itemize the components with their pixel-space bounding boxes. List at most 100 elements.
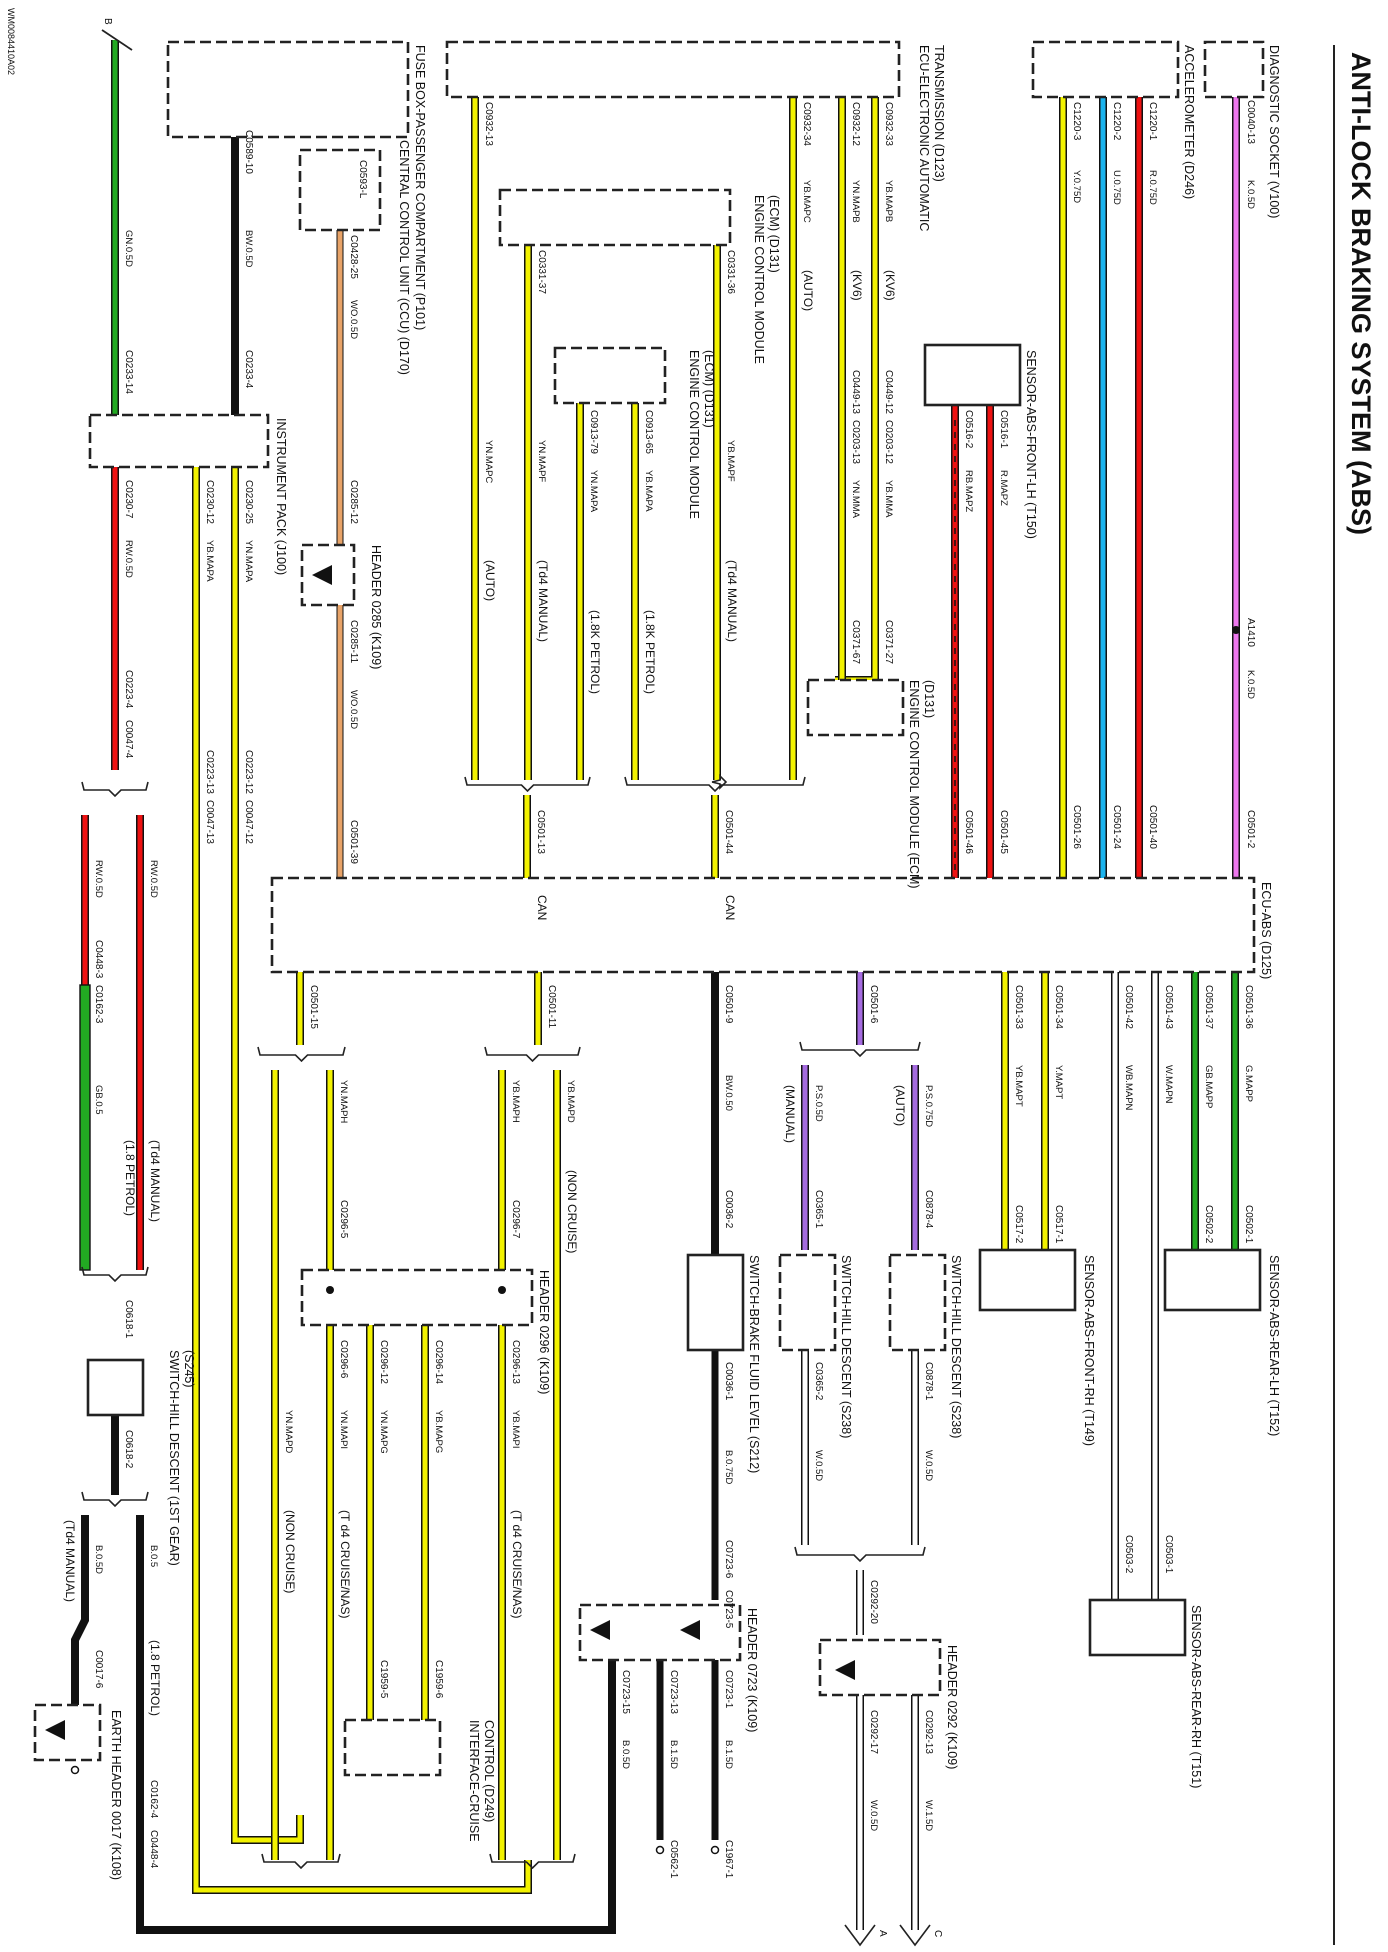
note-noncruise-b: (NON CRUISE) (283, 1510, 297, 1593)
sensor-rear-rh-label: SENSOR-ABS-REAR-RH (T151) (1189, 1605, 1203, 1788)
wire-loop-yellow-inner-fill (232, 878, 303, 1843)
sensor-rear-lh-label: SENSOR-ABS-REAR-LH (T152) (1267, 1255, 1281, 1436)
pin-c0517-1: C0517-1 (1053, 1205, 1064, 1244)
switch-brake-label: SWITCH-BRAKE FLUID LEVEL (S212) (747, 1255, 761, 1473)
wl-rw05d-b: RW.0.5D (93, 860, 104, 898)
brace-cruise-join-a (489, 1853, 576, 1870)
break-mark-b (101, 29, 133, 51)
labels-layer: ANTI-LOCK BRAKING SYSTEM (ABS)WM0084410A… (6, 8, 1376, 1937)
pin-c0501-44: C0501-44 (723, 810, 734, 854)
pin-c0203-12: C0203-12 (883, 420, 894, 464)
header-0292-label: HEADER 0292 (K109) (945, 1645, 959, 1769)
arrow-c: C (932, 1930, 943, 1937)
pin-c0285-11: C0285-11 (348, 620, 359, 664)
wl-bw050: BW.0.50 (723, 1075, 734, 1111)
pin-c0449-12: C0449-12 (883, 370, 894, 414)
pin-c0017-6: C0017-6 (93, 1650, 104, 1689)
pin-c0501-37: C0501-37 (1203, 985, 1214, 1029)
ecu-transmission-label: ECU-ELECTRONIC AUTOMATICTRANSMISSION (D1… (917, 45, 946, 231)
ecm-1-box (498, 188, 732, 247)
pin-c0501-6: C0501-6 (868, 985, 879, 1024)
pin-c0503-2: C0503-2 (1123, 1535, 1134, 1574)
pin-c0516-1: C0516-1 (998, 410, 1009, 449)
pin-c0503-1: C0503-1 (1163, 1535, 1174, 1574)
wl-b05d-b: B.0.5D (620, 1740, 631, 1769)
wl-ybmapi: YB.MAPI (510, 1410, 521, 1449)
cruise-interface-box (343, 1718, 442, 1777)
pin-c0230-12: C0230-12 (204, 480, 215, 524)
wire-loop-yellow-outer-fill (193, 878, 531, 1893)
wl-gb05: GB.0.5 (93, 1085, 104, 1115)
switch-brake-box (686, 1253, 745, 1352)
pin-c0878-4: C0878-4 (923, 1190, 934, 1229)
pin-c0501-42: C0501-42 (1123, 985, 1134, 1029)
header-0296-box (300, 1268, 534, 1327)
sensor-rear-rh-box (1088, 1598, 1187, 1657)
wl-w05d-c: W.0.5D (868, 1800, 879, 1831)
wl-ynmaph: YN.MAPH (338, 1080, 349, 1123)
note-manual: (MANUAL) (783, 1085, 797, 1143)
wl-b05d-a: B.0.5D (93, 1545, 104, 1574)
wl-gbmapp: GB.MAPP (1203, 1065, 1214, 1108)
wire-bottom-black (136, 1515, 616, 1934)
wl-ynmapc: YN.MAPC (483, 440, 494, 483)
pin-c0449-13: C0449-13 (850, 370, 861, 414)
sensor-rear-lh-box (1163, 1248, 1262, 1312)
header-0723-arrow-a (680, 1620, 700, 1640)
wl-rbmapz: RB.MAPZ (963, 470, 974, 512)
note-18k-b: (1.8K PETROL) (588, 610, 602, 694)
wire-loop-yellow-inner (231, 878, 304, 1844)
pin-c0501-43: C0501-43 (1163, 985, 1174, 1029)
instrument-pack-box (88, 413, 270, 469)
note-td4-c: (Td4 MANUAL) (148, 1140, 162, 1222)
wl-wo05d-a: WO.0.5D (348, 300, 359, 339)
wl-ynmapi: YN.MAPI (338, 1410, 349, 1449)
header-0296-label: HEADER 0296 (K109) (537, 1270, 551, 1394)
pin-c0040-13: C0040-13 (1245, 100, 1256, 144)
pin-c0296-12: C0296-12 (378, 1340, 389, 1384)
terminal-c0562-1 (655, 1845, 665, 1855)
ecm-2-box (553, 346, 667, 405)
earth-arrow (45, 1720, 65, 1740)
pin-c0932-12: C0932-12 (850, 102, 861, 146)
pin-c1959-5: C1959-5 (378, 1660, 389, 1699)
pin-c0501-36: C0501-36 (1243, 985, 1254, 1029)
header-0292-arrow (835, 1660, 855, 1680)
wl-k05d-a: K.0.5D (1245, 180, 1256, 209)
wl-y.0.75d: Y.0.75D (1071, 170, 1082, 203)
pin-c0292-13: C0292-13 (923, 1710, 934, 1754)
sensor-front-rh-label: SENSOR-ABS-FRONT-RH (T149) (1082, 1255, 1096, 1446)
ecm-3-box (806, 678, 905, 737)
note-auto-b: (AUTO) (483, 560, 497, 601)
wl-ybmapf: YB.MAPF (725, 440, 736, 482)
pin-c0296-14: C0296-14 (433, 1340, 444, 1384)
can-brace-a (624, 776, 806, 793)
wl-ybmapd: YB.MAPD (565, 1080, 576, 1123)
diagnostic-socket-box (1203, 40, 1265, 99)
pin-c0501-33: C0501-33 (1013, 985, 1024, 1029)
page-title: ANTI-LOCK BRAKING SYSTEM (ABS) (1346, 52, 1376, 535)
note-kv6-a: (KV6) (883, 270, 897, 301)
pin-c0371-67: C0371-67 (850, 620, 861, 664)
brace-left-join (81, 1266, 149, 1283)
switch-hill-man-label: SWITCH-HILL DESCENT (S238) (839, 1255, 853, 1438)
fusebox-label: FUSE BOX-PASSENGER COMPARTMENT (P101) (413, 45, 427, 330)
brace-left-split (81, 781, 149, 798)
wl-u.0.75d: U.0.75D (1111, 170, 1122, 205)
pin-c1220-2: C1220-2 (1111, 102, 1122, 141)
pin-c0296-13: C0296-13 (510, 1340, 521, 1384)
pin-c0162-3: C0162-3 (93, 985, 104, 1024)
pin-c0223-4: C0223-4 (123, 670, 134, 709)
ecu-abs-label: ECU-ABS (D125) (1259, 882, 1273, 979)
pin-c0501-11: C0501-11 (546, 985, 557, 1029)
ccu-box (298, 148, 382, 232)
earth-header-box (33, 1703, 102, 1762)
pin-c0296-5: C0296-5 (338, 1200, 349, 1239)
wl-w05d-a: W.0.5D (923, 1450, 934, 1481)
pin-c0230-25: C0230-25 (243, 480, 254, 524)
switch-hill-auto-label: SWITCH-HILL DESCENT (S238) (949, 1255, 963, 1438)
terminal-c1967-1 (710, 1845, 720, 1855)
arrow-b: B (102, 18, 113, 25)
ecm-2-label: ENGINE CONTROL MODULE(ECM) (D131) (687, 350, 716, 519)
wl-ynmma: YN.MMA (850, 480, 861, 519)
